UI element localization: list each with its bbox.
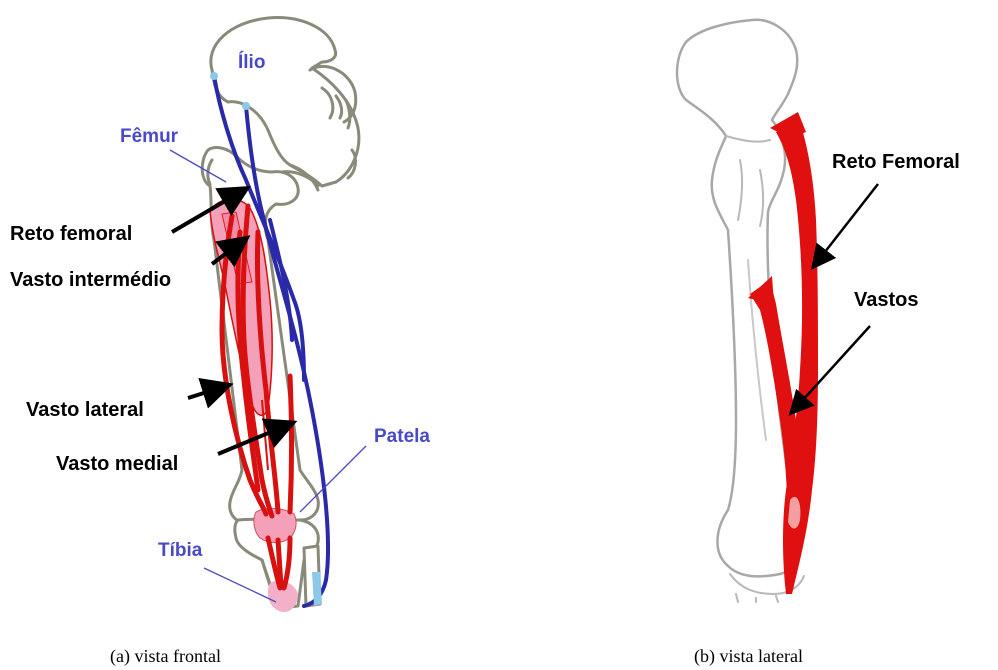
- arrow-vasto-lateral: [188, 386, 226, 398]
- label-femur: Fêmur: [120, 126, 179, 147]
- label-ilio: Ílio: [238, 51, 265, 73]
- label-reto-femoral: Reto femoral: [10, 223, 132, 245]
- arrow-reto-femoral-lateral: [814, 184, 878, 266]
- pointer-patela: [300, 446, 366, 512]
- label-vasto-medial: Vasto medial: [56, 453, 178, 475]
- label-reto-femoral-lateral: Reto Femoral: [832, 151, 960, 173]
- label-patela: Patela: [374, 426, 430, 447]
- label-vasto-lateral: Vasto lateral: [26, 399, 144, 421]
- caption-lateral: (b) vista lateral: [694, 646, 803, 667]
- label-vasto-intermedio: Vasto intermédio: [10, 269, 171, 291]
- caption-frontal: (a) vista frontal: [110, 646, 221, 667]
- label-vastos: Vastos: [854, 289, 918, 311]
- frontal-view: Ílio Fêmur Reto femoral Vasto intermédio…: [10, 18, 430, 667]
- label-tibia: Tíbia: [158, 540, 203, 561]
- lateral-view: Reto Femoral Vastos (b) vista lateral: [677, 20, 960, 667]
